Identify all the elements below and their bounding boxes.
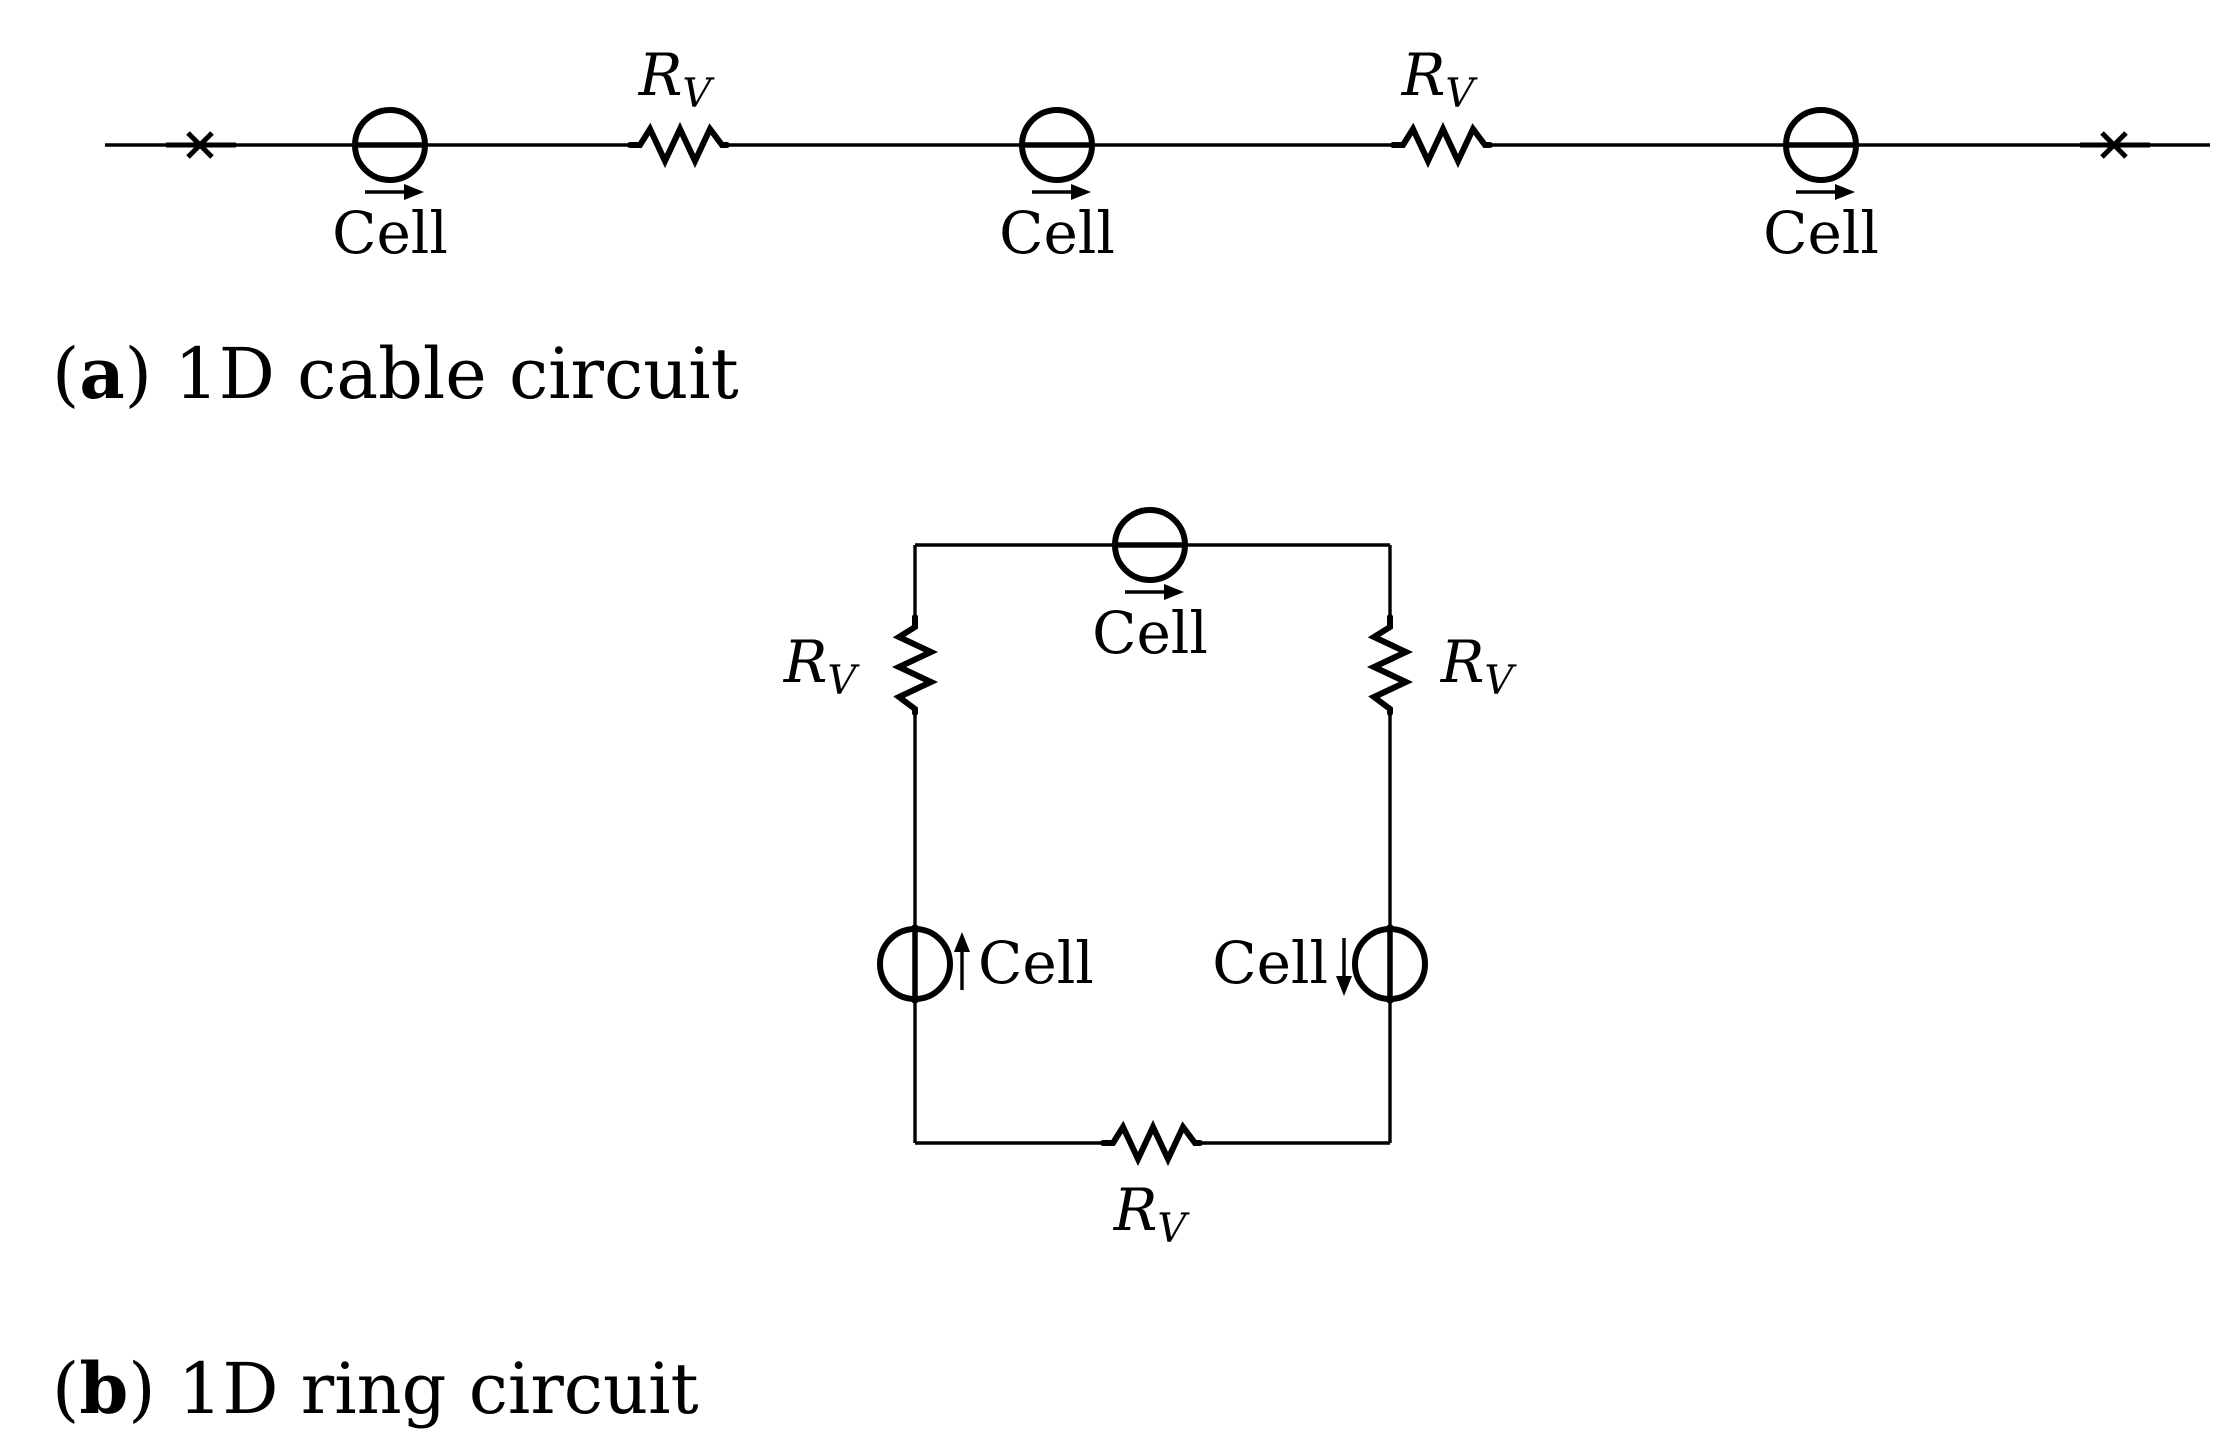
- ring-cell-top-label: Cell: [1092, 599, 1208, 667]
- cable-cell-1-label: Cell: [332, 199, 448, 267]
- ring-cell-right: [1336, 925, 1428, 1003]
- ring-resistor-right-label: RV: [1440, 628, 1518, 704]
- ring-cell-top: [1112, 507, 1188, 600]
- cable-circuit: Cell RV Cell RV Cell: [105, 41, 2210, 267]
- ring-resistor-bottom: [1100, 1119, 1203, 1167]
- cable-cell-1: [352, 107, 428, 200]
- ring-cell-left: [877, 925, 970, 1003]
- ring-resistor-right: [1366, 614, 1414, 716]
- cable-resistor-1: [627, 121, 730, 169]
- cable-resistor-2-label: RV: [1401, 41, 1479, 117]
- ring-resistor-bottom-label: RV: [1113, 1176, 1191, 1252]
- cable-resistor-1-label: RV: [638, 41, 716, 117]
- ring-circuit: Cell RV RV Cell Cell RV: [783, 507, 1518, 1252]
- ring-cell-left-label: Cell: [978, 929, 1094, 997]
- cable-cell-3: [1783, 107, 1859, 200]
- ring-resistor-left-label: RV: [783, 628, 861, 704]
- cable-cell-3-label: Cell: [1763, 199, 1879, 267]
- cable-cell-2: [1019, 107, 1095, 200]
- caption-b: (b) 1D ring circuit: [52, 1347, 699, 1430]
- cable-terminal-left: [166, 131, 236, 159]
- ring-cell-right-label: Cell: [1212, 929, 1328, 997]
- cable-terminal-right: [2080, 131, 2150, 159]
- cable-resistor-2: [1390, 121, 1493, 169]
- ring-resistor-left: [891, 614, 939, 716]
- cable-cell-2-label: Cell: [999, 199, 1115, 267]
- caption-a: (a) 1D cable circuit: [52, 332, 739, 415]
